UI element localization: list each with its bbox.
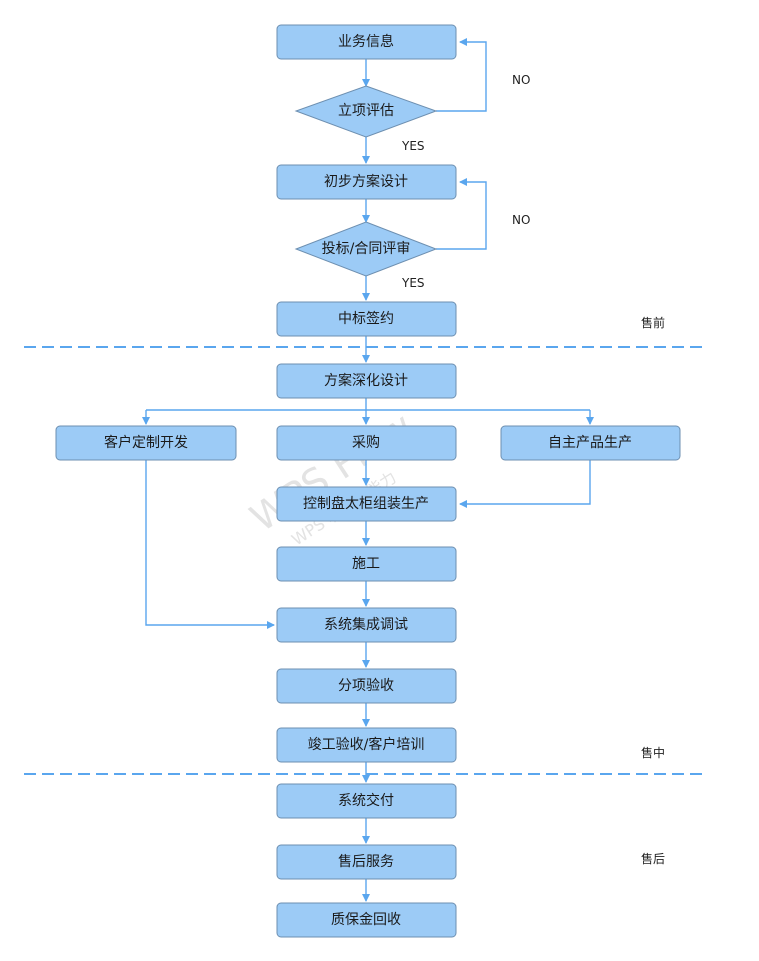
node-deep-design[interactable]: 方案深化设计 [276,363,457,399]
node-label: 系统集成调试 [324,616,408,633]
node-procurement[interactable]: 采购 [276,425,457,461]
node-label: 竣工验收/客户培训 [308,736,425,753]
decision-label: 投标/合同评审 [322,241,411,257]
connector [459,460,591,508]
node-after-service[interactable]: 售后服务 [276,844,457,880]
node-label: 业务信息 [338,33,394,50]
phase-label-insale: 售中 [641,745,665,760]
node-prelim-design[interactable]: 初步方案设计 [276,164,457,200]
node-label: 自主产品生产 [548,435,632,451]
node-business-info[interactable]: 业务信息 [276,24,457,60]
no-label-1: NO [512,73,530,87]
node-label: 初步方案设计 [324,173,408,190]
node-panel-production[interactable]: 控制盘太柜组装生产 [276,486,457,522]
connectors [142,38,594,902]
node-custom-dev[interactable]: 客户定制开发 [55,425,237,461]
node-delivery[interactable]: 系统交付 [276,783,457,819]
node-label: 客户定制开发 [104,434,188,451]
connector-no-loop-1 [436,38,487,112]
node-label: 售后服务 [338,854,394,870]
yes-label-2: YES [401,276,425,290]
node-completion-training[interactable]: 竣工验收/客户培训 [276,727,457,763]
phase-label-aftersale: 售后 [641,851,665,866]
decision-bid-review[interactable]: 投标/合同评审 [294,221,438,277]
node-win-sign[interactable]: 中标签约 [276,301,457,337]
node-construction[interactable]: 施工 [276,546,457,582]
node-label: 质保金回收 [331,912,401,928]
node-integration[interactable]: 系统集成调试 [276,607,457,643]
node-label: 施工 [352,556,380,572]
decision-label: 立项评估 [338,103,394,119]
decision-project-eval[interactable]: 立项评估 [294,85,438,138]
node-label: 分项验收 [338,678,394,694]
connector-no-loop-2 [436,178,487,250]
node-label: 采购 [352,435,380,451]
node-own-product[interactable]: 自主产品生产 [500,425,681,461]
node-label: 控制盘太柜组装生产 [303,495,429,512]
node-label: 系统交付 [338,792,394,809]
no-label-2: NO [512,213,530,227]
phase-label-presale: 售前 [641,315,665,330]
node-itemized-acceptance[interactable]: 分项验收 [276,668,457,704]
node-warranty-recovery[interactable]: 质保金回收 [276,902,457,938]
yes-label-1: YES [401,139,425,153]
node-label: 中标签约 [338,310,394,327]
connector [145,460,275,629]
node-label: 方案深化设计 [324,372,408,389]
